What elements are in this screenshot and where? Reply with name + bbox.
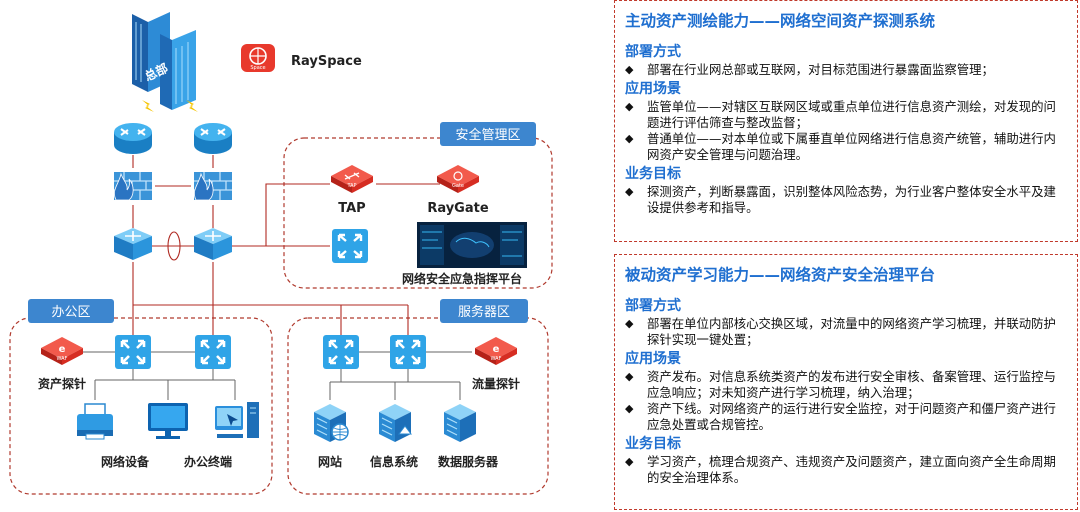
traffic-probe-label: 流量探针 — [472, 376, 520, 391]
core-router-right-icon — [193, 122, 233, 155]
desktop-pc-icon — [215, 402, 259, 438]
lightning-icon — [186, 100, 198, 112]
monitor-icon — [148, 403, 188, 439]
section-heading: 应用场景 — [625, 351, 681, 367]
active-asset-panel: 主动资产测绘能力——网络空间资产探测系统 部署方式 ◆部署在行业网总部或互联网，… — [614, 0, 1078, 242]
info-system-label: 信息系统 — [370, 454, 418, 469]
bullet-item: ◆部署在单位内部核心交换区域，对流量中的网络资产学习梳理，并联动防护探针实现一键… — [625, 316, 1056, 347]
rayspace-product-icon: Space — [241, 44, 275, 72]
office-switch-right-icon — [193, 333, 233, 371]
info-system-server-icon — [378, 403, 412, 443]
server-switch-right-icon — [388, 333, 428, 371]
office-terminal-label: 办公终端 — [184, 454, 232, 469]
bullet-item: ◆探测资产，判断暴露面，识别整体风险态势，为行业客户整体安全水平及建设提供参考和… — [625, 184, 1056, 215]
traffic-probe-waf-icon: e WAF — [475, 337, 517, 365]
section-heading: 业务目标 — [625, 436, 681, 452]
active-panel-title: 主动资产测绘能力——网络空间资产探测系统 — [625, 12, 936, 30]
core-switch-right-icon — [194, 228, 232, 260]
svg-text:e: e — [493, 344, 500, 355]
svg-text:Gate: Gate — [452, 183, 464, 189]
asset-probe-label: 资产探针 — [38, 376, 86, 391]
svg-text:e: e — [59, 344, 66, 355]
gray-links — [80, 351, 472, 400]
svg-text:Space: Space — [250, 65, 265, 71]
server-switch-left-icon — [321, 333, 361, 371]
core-router-left-icon — [113, 122, 153, 155]
passive-panel-title: 被动资产学习能力——网络资产安全治理平台 — [625, 266, 936, 284]
website-label: 网站 — [318, 454, 342, 469]
firewall-left-icon — [113, 171, 153, 201]
section-heading: 部署方式 — [625, 298, 681, 314]
bullet-item: ◆资产下线。对网络资产的运行进行安全监控，对于问题资产和僵尸资产进行应急处置或合… — [625, 401, 1056, 432]
office-zone-label: 办公区 — [28, 299, 114, 323]
command-platform-label: 网络安全应急指挥平台 — [402, 271, 522, 286]
printer-icon — [77, 403, 113, 440]
web-server-icon — [313, 403, 349, 443]
server-zone-label: 服务器区 — [440, 299, 528, 323]
raygate-label: RayGate — [427, 201, 489, 216]
lightning-icon — [142, 100, 154, 112]
section-heading: 应用场景 — [625, 81, 681, 97]
asset-probe-waf-icon: e WAF — [41, 337, 83, 365]
section-heading: 业务目标 — [625, 166, 681, 182]
passive-asset-panel: 被动资产学习能力——网络资产安全治理平台 部署方式 ◆部署在单位内部核心交换区域… — [614, 254, 1078, 510]
office-switch-left-icon — [113, 333, 153, 371]
security-switch-icon — [330, 227, 370, 265]
bullet-item: ◆监管单位——对辖区互联网区域或重点单位进行信息资产测绘，对发现的问题进行评估筛… — [625, 99, 1056, 130]
data-server-icon — [443, 403, 477, 443]
bullet-item: ◆部署在行业网总部或互联网，对目标范围进行暴露面监察管理； — [625, 62, 994, 77]
svg-text:安全管理区: 安全管理区 — [455, 127, 520, 143]
red-links — [132, 155, 440, 340]
section-heading: 部署方式 — [625, 44, 681, 60]
svg-text:WAF: WAF — [491, 356, 502, 362]
bullet-item: ◆普通单位——对本单位或下属垂直单位网络进行信息资产统管，辅助进行内网资产安全管… — [625, 131, 1056, 162]
svg-text:TAP: TAP — [346, 183, 356, 189]
security-zone-label: 安全管理区 — [440, 122, 536, 146]
rayspace-label: RaySpace — [291, 54, 362, 69]
bullet-item: ◆学习资产，梳理合规资产、违规资产及问题资产，建立面向资产全生命周期的安全治理体… — [625, 454, 1056, 485]
raygate-product-icon: Gate — [437, 165, 479, 193]
firewall-right-icon — [193, 171, 233, 201]
network-device-label: 网络设备 — [101, 454, 150, 469]
bullet-item: ◆资产发布。对信息系统类资产的发布进行安全审核、备案管理、运行监控与应急响应；对… — [625, 369, 1056, 400]
tap-label: TAP — [338, 201, 365, 216]
core-switch-left-icon — [114, 228, 152, 260]
server-zone-border — [287, 317, 549, 495]
network-topology-diagram: 安全管理区 办公区 服务器区 — [9, 12, 553, 495]
svg-text:WAF: WAF — [57, 356, 68, 362]
svg-text:办公区: 办公区 — [51, 305, 90, 320]
svg-text:服务器区: 服务器区 — [458, 304, 510, 320]
tap-product-icon: TAP — [331, 165, 373, 193]
hq-building-icon: 总部 — [132, 12, 196, 110]
command-platform-screen-icon — [417, 222, 527, 268]
security-zone-border — [283, 137, 553, 289]
data-server-label: 数据服务器 — [438, 454, 499, 469]
